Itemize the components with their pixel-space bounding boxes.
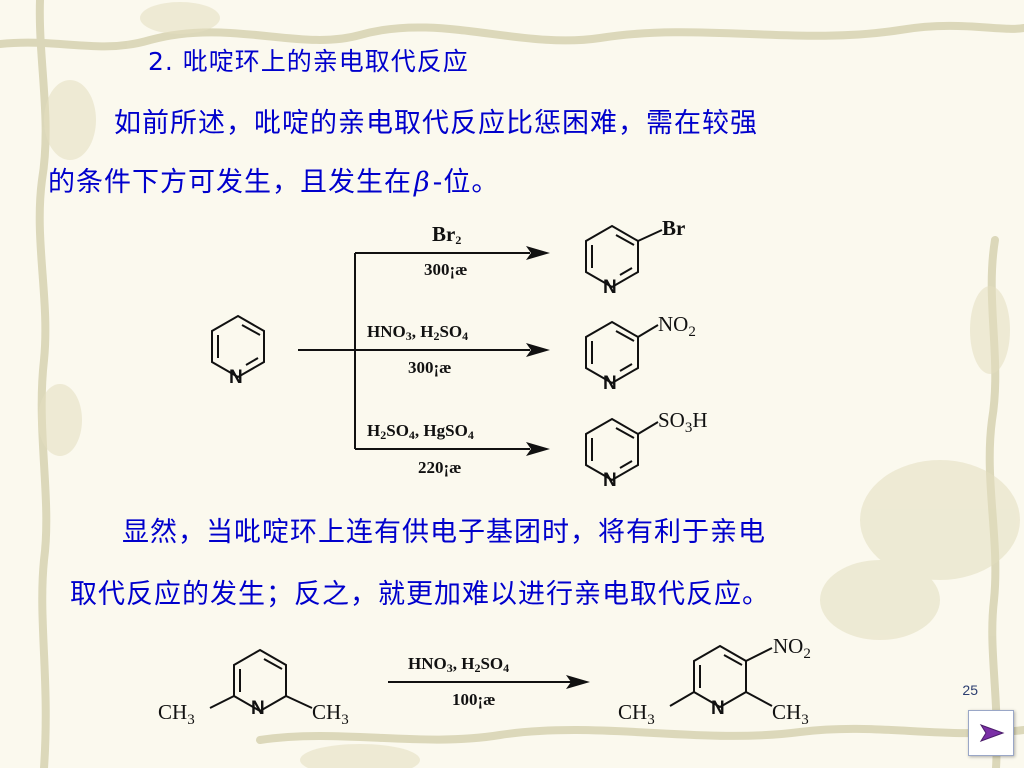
substituent-sub: 2 <box>803 646 811 662</box>
reagent-bromine-symbol: Br <box>432 222 456 246</box>
reactant-ring <box>211 314 265 379</box>
substituent-part: NO <box>773 634 804 658</box>
substituent-no2-product: NO2 <box>773 634 811 663</box>
reagent-part: HNO <box>408 654 447 673</box>
reagent-sub: 2 <box>474 661 481 675</box>
reagent-sub: 3 <box>405 329 412 343</box>
reagent-nitration: HNO3, H2SO4 <box>367 322 468 344</box>
temperature-2: 300¡æ <box>408 358 452 377</box>
substituent-no2: NO2 <box>658 312 696 341</box>
beta-symbol: β <box>414 167 431 198</box>
next-arrow-icon <box>979 724 1005 742</box>
reagent-sub: 4 <box>408 428 415 442</box>
paragraph1-line2-start: 的条件下方可发生，且发生在 <box>48 167 412 198</box>
reagent-sulfonation: H2SO4, HgSO4 <box>367 421 474 443</box>
methyl-sub: 3 <box>187 712 195 728</box>
reagent-part: SO <box>480 654 504 673</box>
methyl-symbol: CH <box>618 700 648 724</box>
product1-nitrogen: N <box>603 277 617 298</box>
reactant-methyl-right: CH3 <box>312 700 349 729</box>
reagent-part: , H <box>452 654 475 673</box>
section-heading: 2. 吡啶环上的亲电取代反应 <box>148 47 469 76</box>
temperature-4: 100¡æ <box>452 690 496 709</box>
reactant-methyl-left: CH3 <box>158 700 195 729</box>
methyl-symbol: CH <box>312 700 342 724</box>
reagent-part: , H <box>411 322 434 341</box>
reagent-sub: 4 <box>503 661 510 675</box>
reagent-part: HNO <box>367 322 406 341</box>
product2-nitrogen: N <box>603 373 617 394</box>
substituent-part: NO <box>658 312 689 336</box>
reagent-sub: 2 <box>433 329 440 343</box>
reagent-sub: 3 <box>446 661 453 675</box>
methyl-sub: 3 <box>801 712 809 728</box>
reagent-part: H <box>367 421 381 440</box>
substituent-br: Br <box>662 216 686 240</box>
temperature-3: 220¡æ <box>418 458 462 477</box>
reagent-nitration-2: HNO3, H2SO4 <box>408 654 509 676</box>
page-number: 25 <box>962 682 978 698</box>
lutidine-nitrogen: N <box>251 698 265 719</box>
substituent-sub: 3 <box>684 420 693 436</box>
methyl-sub: 3 <box>341 712 349 728</box>
substituent-part: H <box>692 408 708 432</box>
next-slide-button[interactable] <box>968 710 1014 756</box>
reactant-nitrogen: N <box>229 367 243 388</box>
substituent-so3h: SO3H <box>658 408 708 437</box>
reagent-part: SO <box>439 322 463 341</box>
substituent-part: SO <box>658 408 685 432</box>
reagent-sub: 2 <box>380 428 387 442</box>
paragraph1-line1: 如前所述，吡啶的亲电取代反应比惩困难，需在较强 <box>114 108 758 139</box>
reagent-bromine-subscript: 2 <box>455 233 462 247</box>
methyl-sub: 3 <box>647 712 655 728</box>
reagent-bromine: Br2 <box>432 222 461 248</box>
paragraph1-line2-end: -位。 <box>432 167 500 198</box>
reagent-part: , HgSO <box>414 421 468 440</box>
product3-nitrogen: N <box>603 470 617 491</box>
substituent-sub: 2 <box>688 324 696 340</box>
methyl-symbol: CH <box>158 700 188 724</box>
methyl-symbol: CH <box>772 700 802 724</box>
reagent-part: SO <box>386 421 409 440</box>
paragraph2-line1: 显然，当吡啶环上连有供电子基团时，将有利于亲电 <box>122 517 766 548</box>
product-methyl-left: CH3 <box>618 700 655 729</box>
reagent-sub: 4 <box>467 428 474 442</box>
temperature-1: 300¡æ <box>424 260 468 279</box>
reagent-sub: 4 <box>462 329 469 343</box>
product-lutidine-nitrogen: N <box>711 698 725 719</box>
product-methyl-right: CH3 <box>772 700 809 729</box>
paragraph1-line2: 的条件下方可发生，且发生在β-位。 <box>48 166 499 200</box>
paragraph2-line2: 取代反应的发生；反之，就更加难以进行亲电取代反应。 <box>70 579 770 610</box>
